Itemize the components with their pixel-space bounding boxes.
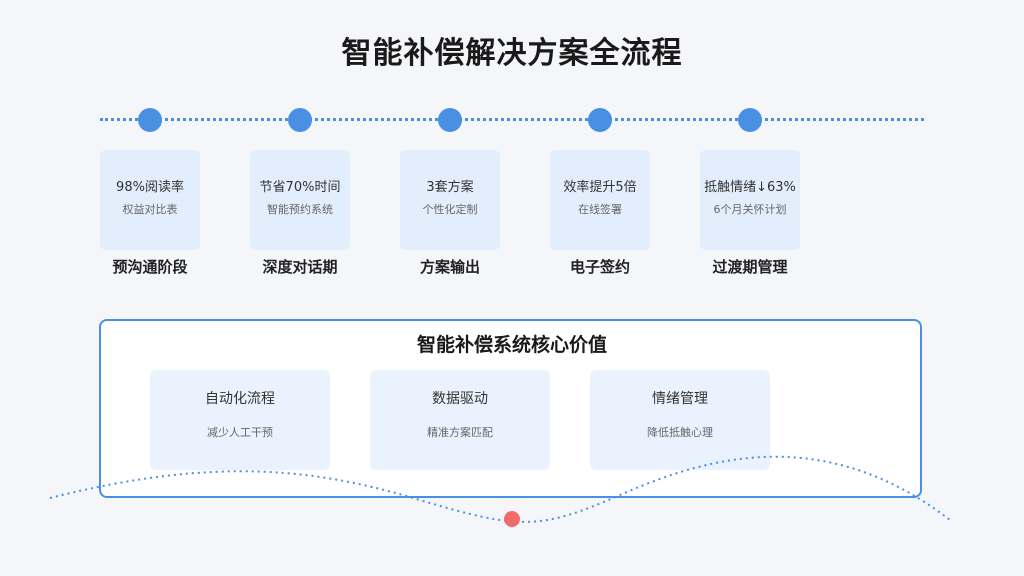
stage-metric: 3套方案 — [426, 180, 474, 195]
value-card-title: 数据驱动 — [432, 391, 488, 407]
stage-label-1: 预沟通阶段 — [112, 258, 188, 276]
stage-card-2: 节省70%时间 智能预约系统 — [250, 150, 350, 250]
value-card-data: 数据驱动 精准方案匹配 — [370, 370, 550, 470]
page-title: 智能补偿解决方案全流程 — [341, 36, 683, 71]
stage-detail: 个性化定制 — [422, 203, 478, 216]
timeline-dot-5 — [738, 108, 762, 132]
timeline-dot-3 — [438, 108, 462, 132]
value-card-title: 情绪管理 — [652, 391, 708, 407]
timeline-dot-1 — [138, 108, 162, 132]
stage-card-5: 抵触情绪↓63% 6个月关怀计划 — [700, 150, 800, 250]
timeline-dot-2 — [288, 108, 312, 132]
timeline-line — [100, 118, 924, 121]
stage-card-1: 98%阅读率 权益对比表 — [100, 150, 200, 250]
stage-detail: 6个月关怀计划 — [713, 203, 787, 216]
stage-card-4: 效率提升5倍 在线签署 — [550, 150, 650, 250]
stage-detail: 在线签署 — [578, 203, 622, 216]
stage-label-2: 深度对话期 — [262, 258, 338, 276]
wave-marker — [504, 511, 520, 527]
timeline-dot-4 — [588, 108, 612, 132]
stage-label-3: 方案输出 — [419, 258, 480, 276]
value-card-title: 自动化流程 — [205, 391, 275, 407]
stage-label-4: 电子签约 — [569, 258, 630, 276]
value-card-desc: 减少人工干预 — [207, 426, 273, 439]
stage-metric: 98%阅读率 — [116, 180, 184, 195]
value-card-emotion: 情绪管理 降低抵触心理 — [590, 370, 770, 470]
stage-label-5: 过渡期管理 — [712, 258, 788, 276]
stage-metric: 效率提升5倍 — [563, 180, 637, 195]
value-card-automation: 自动化流程 减少人工干预 — [150, 370, 330, 470]
stage-metric: 抵触情绪↓63% — [704, 180, 796, 195]
core-value-title: 智能补偿系统核心价值 — [416, 334, 607, 356]
stage-card-3: 3套方案 个性化定制 — [400, 150, 500, 250]
stage-detail: 智能预约系统 — [267, 203, 333, 216]
value-card-desc: 降低抵触心理 — [647, 426, 713, 439]
stage-metric: 节省70%时间 — [259, 180, 341, 195]
stage-detail: 权益对比表 — [122, 203, 178, 216]
value-card-desc: 精准方案匹配 — [427, 426, 493, 439]
